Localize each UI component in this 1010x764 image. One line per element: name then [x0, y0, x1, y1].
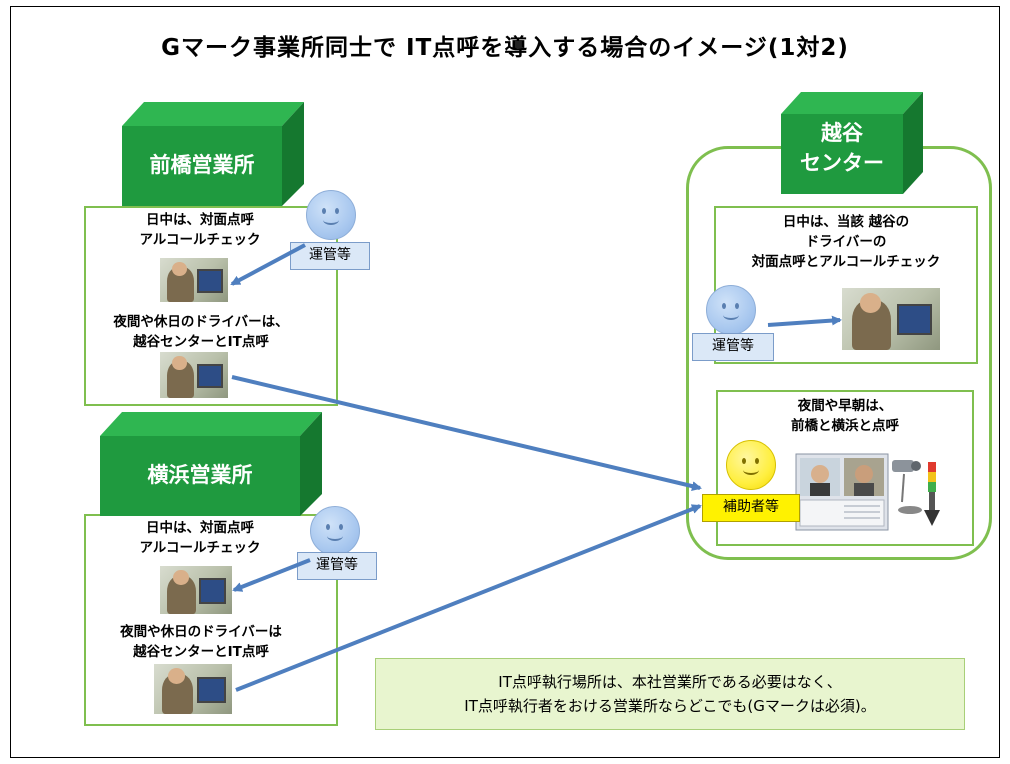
maebashi-office-name: 前橋営業所 — [149, 153, 255, 177]
yokohama-day-driver-photo — [160, 566, 232, 614]
assistant-label: 補助者等 — [702, 494, 800, 522]
maebashi-night-driver-photo — [160, 352, 228, 398]
koshigaya-day-line-3: 対面点呼とアルコールチェック — [751, 254, 941, 270]
maebashi-operator-icon — [306, 190, 356, 240]
yokohama-operator-arrow — [232, 558, 311, 592]
yokohama-night-driver-photo — [154, 664, 232, 714]
yokohama-operator-label: 運管等 — [297, 552, 377, 580]
yokohama-night-line-2: 越谷センターとIT点呼 — [133, 644, 269, 660]
maebashi-day-line-1: 日中は、対面点呼 — [146, 212, 254, 228]
yokohama-cube — [100, 412, 322, 516]
yokohama-to-koshigaya-arrow — [235, 504, 702, 692]
maebashi-cube — [122, 102, 304, 206]
koshigaya-name-line-2: センター — [800, 151, 884, 175]
koshigaya-operator-arrow — [767, 315, 842, 327]
koshigaya-cube — [781, 92, 923, 194]
yokohama-operator-icon — [310, 506, 360, 556]
maebashi-night-line-2: 越谷センターとIT点呼 — [133, 334, 269, 350]
maebashi-night-line-1: 夜間や休日のドライバーは、 — [113, 314, 289, 330]
yokohama-office-name: 横浜営業所 — [147, 463, 253, 487]
assistant-icon — [726, 440, 776, 490]
page-title: Gマーク事業所同士で IT点呼を導入する場合のイメージ(1対2) — [161, 35, 849, 61]
yokohama-day-line-1: 日中は、対面点呼 — [146, 520, 254, 536]
it-rollcall-equipment — [795, 453, 940, 531]
yokohama-night-line-1: 夜間や休日のドライバーは — [120, 624, 282, 640]
koshigaya-night-line-1: 夜間や早朝は、 — [797, 398, 893, 414]
note-line-1: IT点呼執行場所は、本社営業所である必要はなく、 — [498, 673, 842, 691]
maebashi-operator-label: 運管等 — [290, 242, 370, 270]
maebashi-day-driver-photo — [160, 258, 228, 302]
koshigaya-day-driver-photo — [842, 288, 940, 350]
koshigaya-operator-icon — [706, 285, 756, 335]
maebashi-to-koshigaya-arrow — [231, 375, 702, 492]
maebashi-day-line-2: アルコールチェック — [139, 232, 261, 248]
note-line-2: IT点呼執行者をおける営業所ならどこでも(Gマークは必須)。 — [464, 697, 876, 715]
koshigaya-day-line-1: 日中は、当該 越谷の — [782, 214, 910, 230]
yokohama-day-line-2: アルコールチェック — [139, 540, 261, 556]
koshigaya-center-name: 越谷 センター — [781, 118, 903, 178]
note-box: IT点呼執行場所は、本社営業所である必要はなく、 IT点呼執行者をおける営業所な… — [375, 658, 965, 730]
koshigaya-name-line-1: 越谷 — [821, 121, 863, 145]
koshigaya-day-line-2: ドライバーの — [805, 234, 887, 250]
maebashi-operator-arrow — [230, 243, 306, 286]
koshigaya-night-line-2: 前橋と横浜と点呼 — [791, 418, 899, 434]
koshigaya-operator-label: 運管等 — [692, 333, 774, 361]
